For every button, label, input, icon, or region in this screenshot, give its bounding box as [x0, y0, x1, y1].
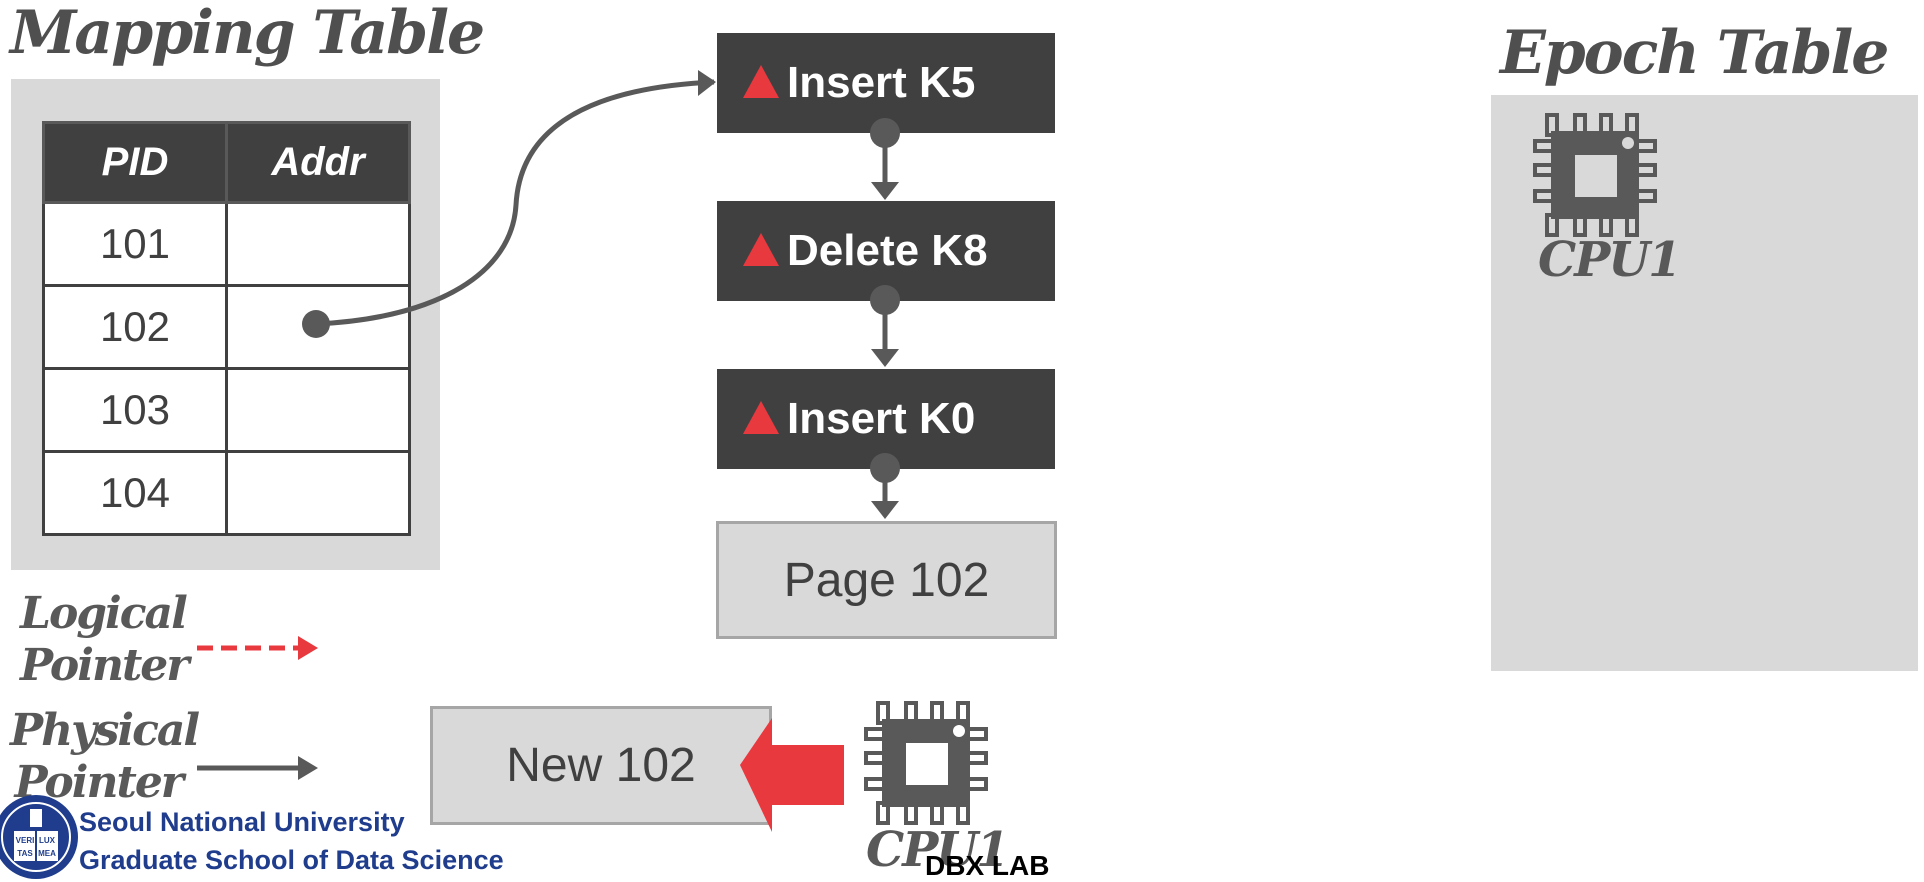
table-row: 104 — [42, 450, 411, 536]
legend-physical-arrow — [197, 756, 318, 780]
addr-cell — [225, 367, 411, 453]
legend-logical-label: Logical Pointer — [20, 588, 189, 691]
mapping-pointer-arrow — [302, 70, 716, 338]
mapping-table: PID Addr 101 102 103 104 — [42, 121, 411, 536]
seal-letters-2: LUX — [39, 836, 56, 845]
epoch-cpu-label: CPU1 — [1538, 232, 1682, 288]
header-pid: PID — [42, 121, 228, 204]
delta-triangle-icon — [743, 400, 779, 434]
base-page-box: Page 102 — [716, 521, 1057, 639]
lab-label: DBX LAB — [925, 850, 1050, 881]
legend-physical-label: Physical Pointer — [10, 705, 200, 808]
delta-triangle-icon — [743, 232, 779, 266]
delta-record-delete-k8: Delete K8 — [717, 201, 1055, 301]
seal-letters-4: MEA — [38, 849, 56, 858]
chain-connector — [870, 453, 900, 519]
cpu-chip-icon — [864, 701, 988, 825]
delta-triangle-icon — [743, 64, 779, 98]
mapping-table-header: PID Addr — [42, 121, 411, 204]
legend-logical-arrow — [197, 636, 318, 660]
delta-record-insert-k0: Insert K0 — [717, 369, 1055, 469]
school-name: Graduate School of Data Science — [79, 845, 504, 875]
addr-cell — [225, 201, 411, 287]
chain-connector — [870, 118, 900, 200]
cpu-bottom-label: CPU1 — [866, 822, 1010, 878]
install-arrow — [740, 718, 844, 832]
seal-letters-3: TAS — [17, 849, 33, 858]
pid-cell: 104 — [42, 450, 228, 536]
seal-letters-1: VERI — [16, 836, 35, 845]
cpu-chip-icon — [1533, 113, 1657, 237]
delta-record-insert-k5: Insert K5 — [717, 33, 1055, 133]
university-seal-logo: VERI LUX TAS MEA — [0, 795, 78, 879]
epoch-table-title: Epoch Table — [1500, 18, 1889, 88]
delta-label: Insert K0 — [787, 394, 976, 443]
pid-cell: 102 — [42, 284, 228, 370]
table-row: 101 — [42, 201, 411, 287]
delta-label: Insert K5 — [787, 58, 976, 107]
pid-cell: 101 — [42, 201, 228, 287]
mapping-table-title: Mapping Table — [10, 0, 485, 68]
table-row: 103 — [42, 367, 411, 453]
new-page-label: New 102 — [506, 739, 696, 792]
base-page-label: Page 102 — [783, 553, 990, 607]
university-name: Seoul National University — [79, 807, 405, 837]
delta-label: Delete K8 — [787, 226, 988, 275]
chain-connector — [870, 285, 900, 367]
addr-cell — [225, 450, 411, 536]
new-page-box: New 102 — [430, 706, 772, 825]
header-addr: Addr — [225, 121, 411, 204]
pid-cell: 103 — [42, 367, 228, 453]
